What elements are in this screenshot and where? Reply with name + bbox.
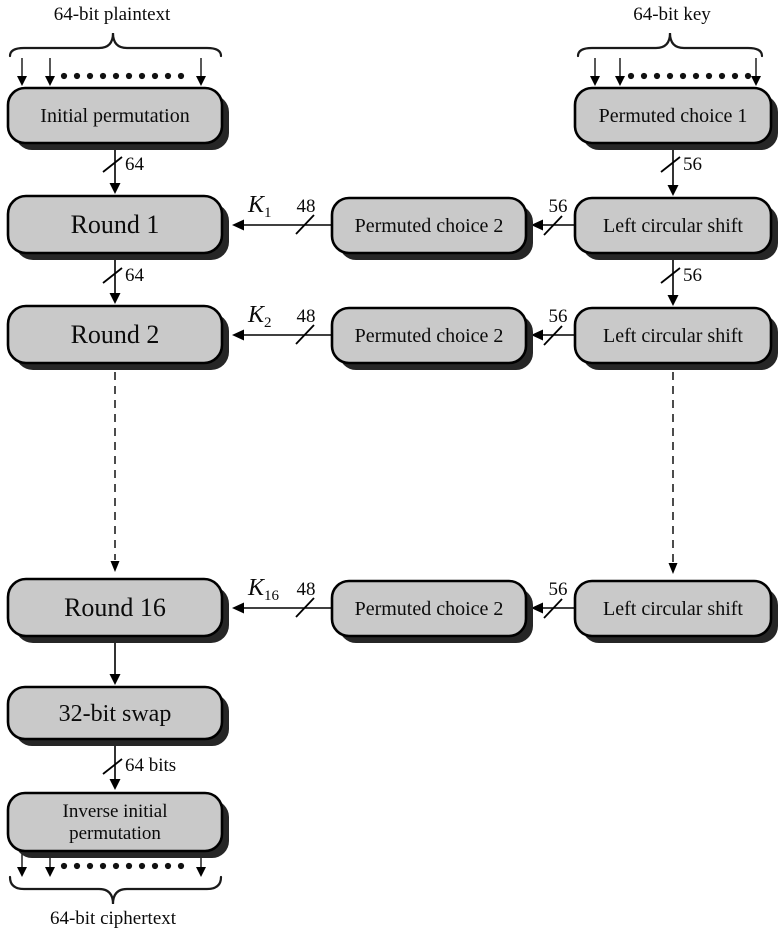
box-left-circular-shift-16: Left circular shift — [573, 579, 778, 643]
box-permuted-choice-2-row1: Permuted choice 2 — [330, 196, 533, 260]
plaintext-caption: 64-bit plaintext — [54, 4, 171, 25]
wire-pc2-to-round16 — [232, 597, 332, 618]
key-ellipsis-dots — [627, 72, 752, 80]
box-round-1: Round 1 — [6, 194, 229, 260]
wire-shift16-to-pc2 — [531, 598, 577, 619]
label-48-row1: 48 — [297, 196, 316, 217]
ciphertext-brace — [8, 875, 223, 905]
box-round-16-label: Round 16 — [64, 593, 166, 622]
box-permuted-choice-2-row2: Permuted choice 2 — [330, 306, 533, 370]
ciphertext-ellipsis-dots — [60, 862, 185, 870]
box-permuted-choice-2-row1-label: Permuted choice 2 — [355, 215, 504, 237]
key-caption: 64-bit key — [633, 4, 711, 25]
key-brace — [576, 32, 764, 58]
wire-shift1-to-shift2 — [660, 253, 681, 306]
box-round-2: Round 2 — [6, 304, 229, 370]
box-inverse-initial-permutation-line2: permutation — [69, 823, 161, 844]
label-56-row1: 56 — [549, 196, 568, 217]
box-32-bit-swap-label: 32-bit swap — [59, 701, 172, 727]
box-round-2-label: Round 2 — [71, 320, 160, 349]
label-56-row16: 56 — [549, 579, 568, 600]
label-k2: K2 — [247, 302, 272, 331]
label-64-ip: 64 — [125, 154, 145, 175]
plaintext-input-arrows — [17, 58, 206, 86]
label-56-pc1: 56 — [683, 154, 702, 175]
box-left-circular-shift-1: Left circular shift — [573, 196, 778, 260]
box-initial-permutation-label: Initial permutation — [40, 105, 189, 127]
box-left-circular-shift-1-label: Left circular shift — [603, 215, 743, 237]
box-permuted-choice-1: Permuted choice 1 — [573, 86, 778, 150]
box-permuted-choice-1-label: Permuted choice 1 — [599, 105, 748, 127]
label-k16: K16 — [247, 575, 280, 604]
wire-shift2-to-shift16-dashed — [668, 372, 678, 574]
wire-round2-to-round16-dashed — [110, 372, 120, 572]
wire-ip-to-round1 — [102, 143, 123, 194]
wire-round1-to-round2 — [102, 253, 123, 304]
ciphertext-caption: 64-bit ciphertext — [50, 908, 177, 929]
box-inverse-initial-permutation: Inverse initial permutation — [6, 791, 229, 858]
wire-pc2-to-round1 — [232, 214, 332, 235]
box-initial-permutation: Initial permutation — [6, 86, 229, 150]
label-k1: K1 — [247, 192, 272, 221]
label-56-row2: 56 — [549, 306, 568, 327]
box-round-1-label: Round 1 — [71, 210, 160, 239]
wire-shift2-to-pc2 — [531, 325, 577, 346]
plaintext-brace — [8, 32, 223, 58]
wire-pc2-to-round2 — [232, 324, 332, 345]
box-32-bit-swap: 32-bit swap — [6, 685, 229, 746]
box-left-circular-shift-2-label: Left circular shift — [603, 325, 743, 347]
wire-swap-to-inverse-ip — [102, 739, 123, 790]
wire-pc1-to-shift1 — [660, 143, 681, 196]
box-permuted-choice-2-row2-label: Permuted choice 2 — [355, 325, 504, 347]
box-left-circular-shift-16-label: Left circular shift — [603, 598, 743, 620]
label-48-row2: 48 — [297, 306, 316, 327]
wire-round16-to-swap — [109, 636, 121, 685]
plaintext-ellipsis-dots — [60, 72, 185, 80]
box-round-16: Round 16 — [6, 577, 229, 643]
label-56-shift1: 56 — [683, 265, 702, 286]
label-64-round1: 64 — [125, 265, 145, 286]
wire-shift1-to-pc2 — [531, 215, 577, 236]
box-inverse-initial-permutation-line1: Inverse initial — [63, 801, 168, 822]
label-64-bits: 64 bits — [125, 755, 176, 776]
box-permuted-choice-2-row16-label: Permuted choice 2 — [355, 598, 504, 620]
label-48-row16: 48 — [297, 579, 316, 600]
key-input-arrows — [590, 58, 761, 86]
box-left-circular-shift-2: Left circular shift — [573, 306, 778, 370]
box-permuted-choice-2-row16: Permuted choice 2 — [330, 579, 533, 643]
